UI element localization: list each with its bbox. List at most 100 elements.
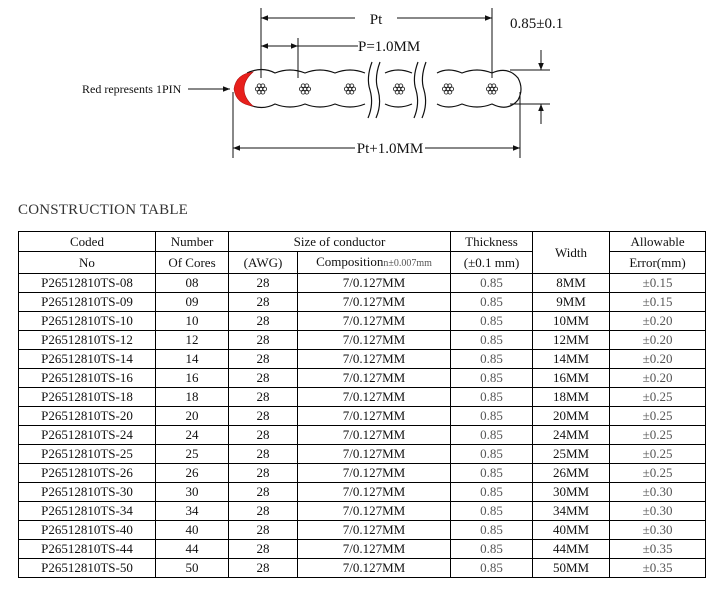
pitch-dimension: P=1.0MM bbox=[261, 39, 420, 55]
cell-error: ±0.15 bbox=[609, 273, 707, 293]
cell-awg: 28 bbox=[228, 273, 298, 293]
cell-thickness: 0.85 bbox=[450, 558, 534, 578]
pt-dimension: Pt bbox=[261, 12, 492, 28]
cell-cores: 18 bbox=[155, 387, 229, 407]
cell-composition: 7/0.127MM bbox=[296, 539, 452, 559]
cell-width: 30MM bbox=[532, 482, 611, 502]
cell-composition: 7/0.127MM bbox=[296, 349, 452, 369]
cell-awg: 28 bbox=[228, 558, 298, 578]
cell-width: 24MM bbox=[532, 425, 611, 445]
cell-cores: 34 bbox=[155, 501, 229, 521]
pt-plus-dimension: Pt+1.0MM bbox=[233, 141, 520, 157]
cell-composition: 7/0.127MM bbox=[296, 387, 452, 407]
cell-code: P26512810TS-34 bbox=[18, 501, 156, 521]
cell-cores: 20 bbox=[155, 406, 229, 426]
cell-thickness: 0.85 bbox=[450, 368, 534, 388]
cell-thickness: 0.85 bbox=[450, 330, 534, 350]
header-number: Number bbox=[155, 231, 229, 252]
header-size: Size of conductor bbox=[227, 231, 452, 252]
conductor-icon bbox=[442, 83, 454, 95]
cell-code: P26512810TS-26 bbox=[18, 463, 156, 483]
cell-error: ±0.25 bbox=[609, 444, 707, 464]
cell-thickness: 0.85 bbox=[450, 311, 534, 331]
conductor-icon bbox=[393, 83, 405, 95]
header-of-cores: Of Cores bbox=[155, 251, 229, 274]
thickness-label: 0.85±0.1 bbox=[510, 16, 563, 32]
cell-error: ±0.35 bbox=[609, 558, 707, 578]
cell-code: P26512810TS-16 bbox=[18, 368, 156, 388]
cell-code: P26512810TS-14 bbox=[18, 349, 156, 369]
cell-width: 8MM bbox=[532, 273, 611, 293]
pt-label: Pt bbox=[370, 12, 383, 28]
cell-composition: 7/0.127MM bbox=[296, 292, 452, 312]
cell-cores: 10 bbox=[155, 311, 229, 331]
cell-width: 44MM bbox=[532, 539, 611, 559]
cell-composition: 7/0.127MM bbox=[296, 444, 452, 464]
construction-table: Coded Number Size of conductor Thickness… bbox=[18, 231, 707, 578]
cell-awg: 28 bbox=[228, 463, 298, 483]
cell-thickness: 0.85 bbox=[450, 406, 534, 426]
header-thickness: Thickness bbox=[450, 231, 534, 252]
cell-width: 10MM bbox=[532, 311, 611, 331]
cable-cross-section-diagram: Pt P=1.0MM 0.85±0.1 Pt+1.0MM Red represe… bbox=[82, 8, 563, 158]
conductor-icon bbox=[299, 83, 311, 95]
cell-awg: 28 bbox=[228, 425, 298, 445]
cell-thickness: 0.85 bbox=[450, 349, 534, 369]
cell-awg: 28 bbox=[228, 349, 298, 369]
cell-code: P26512810TS-24 bbox=[18, 425, 156, 445]
cell-cores: 44 bbox=[155, 539, 229, 559]
cell-width: 14MM bbox=[532, 349, 611, 369]
cell-error: ±0.20 bbox=[609, 368, 707, 388]
cell-error: ±0.15 bbox=[609, 292, 707, 312]
cell-thickness: 0.85 bbox=[450, 463, 534, 483]
cell-cores: 50 bbox=[155, 558, 229, 578]
cell-error: ±0.20 bbox=[609, 311, 707, 331]
cell-awg: 28 bbox=[228, 482, 298, 502]
header-no: No bbox=[18, 251, 156, 274]
cell-error: ±0.20 bbox=[609, 330, 707, 350]
cell-thickness: 0.85 bbox=[450, 520, 534, 540]
cell-thickness: 0.85 bbox=[450, 292, 534, 312]
pt-plus-label: Pt+1.0MM bbox=[357, 141, 423, 157]
pitch-label: P=1.0MM bbox=[358, 39, 420, 55]
cell-width: 16MM bbox=[532, 368, 611, 388]
cell-code: P26512810TS-18 bbox=[18, 387, 156, 407]
construction-table-title: CONSTRUCTION TABLE bbox=[18, 202, 189, 218]
header-width: Width bbox=[532, 231, 611, 274]
conductor-icon bbox=[255, 83, 267, 95]
cell-code: P26512810TS-08 bbox=[18, 273, 156, 293]
cell-composition: 7/0.127MM bbox=[296, 558, 452, 578]
cell-code: P26512810TS-09 bbox=[18, 292, 156, 312]
pin1-red-marker bbox=[233, 71, 254, 107]
cell-width: 34MM bbox=[532, 501, 611, 521]
table-subheader-row: No Of Cores (AWG) Compositionn±0.007mm (… bbox=[18, 251, 707, 274]
cell-cores: 40 bbox=[155, 520, 229, 540]
cell-cores: 30 bbox=[155, 482, 229, 502]
cell-thickness: 0.85 bbox=[450, 387, 534, 407]
cell-error: ±0.35 bbox=[609, 539, 707, 559]
cell-cores: 16 bbox=[155, 368, 229, 388]
cell-awg: 28 bbox=[228, 406, 298, 426]
conductor-strands bbox=[255, 83, 498, 95]
header-thickness-tol: (±0.1 mm) bbox=[450, 251, 534, 274]
cell-error: ±0.25 bbox=[609, 463, 707, 483]
cell-width: 50MM bbox=[532, 558, 611, 578]
cell-composition: 7/0.127MM bbox=[296, 482, 452, 502]
cell-awg: 28 bbox=[228, 368, 298, 388]
cell-width: 18MM bbox=[532, 387, 611, 407]
conductor-icon bbox=[486, 83, 498, 95]
cell-error: ±0.30 bbox=[609, 501, 707, 521]
red-pin-label: Red represents 1PIN bbox=[82, 82, 182, 96]
cell-composition: 7/0.127MM bbox=[296, 368, 452, 388]
cell-composition: 7/0.127MM bbox=[296, 406, 452, 426]
